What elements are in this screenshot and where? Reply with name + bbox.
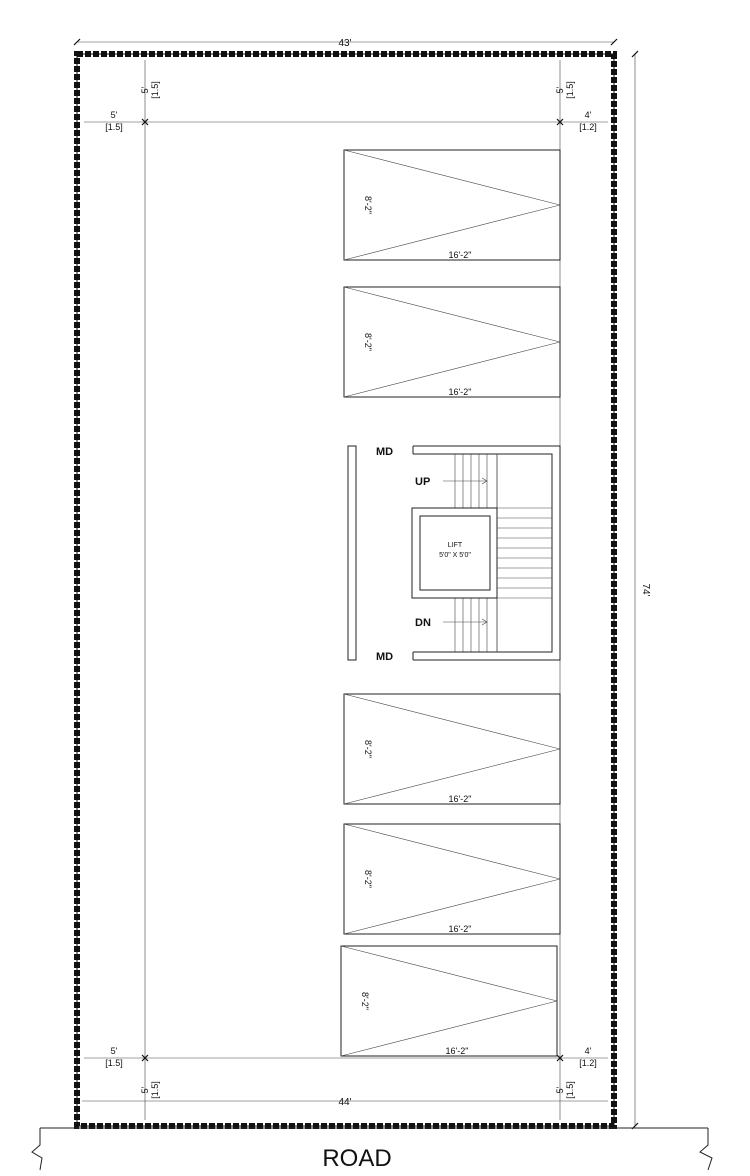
parking-bay-width: 8'-2" <box>360 992 370 1010</box>
parking-bay-width: 8'-2" <box>363 870 373 888</box>
parking-bay-width: 8'-2" <box>363 740 373 758</box>
svg-text:5': 5' <box>555 1086 565 1093</box>
parking-bay-5: 16'-2" 8'-2" <box>340 945 558 1057</box>
parking-bay-length: 16'-2" <box>449 250 472 260</box>
svg-text:[1.5]: [1.5] <box>150 1081 160 1099</box>
dim-tick <box>631 50 639 58</box>
svg-text:5': 5' <box>111 110 118 120</box>
svg-text:[1.5]: [1.5] <box>565 1081 575 1099</box>
parking-bay-length: 16'-2" <box>449 794 472 804</box>
setback-bottom-right-vertical: 5' [1.5] <box>555 1081 575 1099</box>
setback-top-right-horizontal: 4' [1.2] <box>579 110 597 132</box>
dim-tick <box>610 38 618 46</box>
svg-text:[1.2]: [1.2] <box>579 122 597 132</box>
plot-top-width: 43' <box>338 38 351 49</box>
svg-text:[1.5]: [1.5] <box>150 81 160 99</box>
svg-text:4': 4' <box>585 110 592 120</box>
lift-shaft-outer <box>411 507 498 599</box>
plot-bottom-width: 44' <box>338 1097 351 1108</box>
setback-top-left-vertical: 5' [1.5] <box>140 81 160 99</box>
parking-bay-3: 16'-2" 8'-2" <box>343 693 561 805</box>
setback-bottom-left-vertical: 5' [1.5] <box>140 1081 160 1099</box>
parking-bay-width: 8'-2" <box>363 333 373 351</box>
parking-bay-1: 16'-2" 8'-2" <box>343 149 561 261</box>
svg-text:[1.5]: [1.5] <box>105 1058 123 1068</box>
svg-text:5': 5' <box>140 86 150 93</box>
setback-top-right-vertical: 5' [1.5] <box>555 81 575 99</box>
svg-text:5': 5' <box>140 1086 150 1093</box>
staircase-lift-core: LIFT 5'0" X 5'0" MD MD UP DN <box>347 445 561 663</box>
md-label-top: MD <box>376 446 393 458</box>
parking-bay-length: 16'-2" <box>449 387 472 397</box>
lift-size: 5'0" X 5'0" <box>439 552 471 559</box>
svg-text:5': 5' <box>555 86 565 93</box>
plot-depth: 74' <box>640 583 651 596</box>
dn-label: DN <box>415 617 431 629</box>
setback-bottom-left-horizontal: 5' [1.5] <box>105 1046 123 1068</box>
svg-text:[1.5]: [1.5] <box>105 122 123 132</box>
road-label: ROAD <box>322 1145 391 1172</box>
stair-treads-bottom <box>454 598 498 652</box>
svg-text:[1.2]: [1.2] <box>579 1058 597 1068</box>
parking-bay-length: 16'-2" <box>446 1046 469 1056</box>
stair-treads-landing <box>496 454 552 652</box>
parking-bay-4: 16'-2" 8'-2" <box>343 823 561 935</box>
up-arrow-head <box>481 477 488 485</box>
core-wall-bar <box>347 445 357 661</box>
parking-bay-width: 8'-2" <box>363 196 373 214</box>
parking-bay-2: 16'-2" 8'-2" <box>343 286 561 398</box>
lift-title: LIFT <box>448 542 463 549</box>
parking-bay-length: 16'-2" <box>449 924 472 934</box>
svg-text:5': 5' <box>111 1046 118 1056</box>
svg-text:4': 4' <box>585 1046 592 1056</box>
setback-corner-ticks <box>141 118 564 1062</box>
svg-text:[1.5]: [1.5] <box>565 81 575 99</box>
plot-boundary-inner <box>76 53 615 1127</box>
setback-bottom-right-horizontal: 4' [1.2] <box>579 1046 597 1068</box>
lift-car <box>419 515 491 591</box>
plot-boundary <box>74 51 617 1129</box>
road-edge <box>31 1127 713 1171</box>
dn-arrow-head <box>481 618 488 626</box>
md-label-bottom: MD <box>376 651 393 663</box>
setback-top-left-horizontal: 5' [1.5] <box>105 110 123 132</box>
dim-tick <box>73 38 81 46</box>
up-label: UP <box>415 476 430 488</box>
